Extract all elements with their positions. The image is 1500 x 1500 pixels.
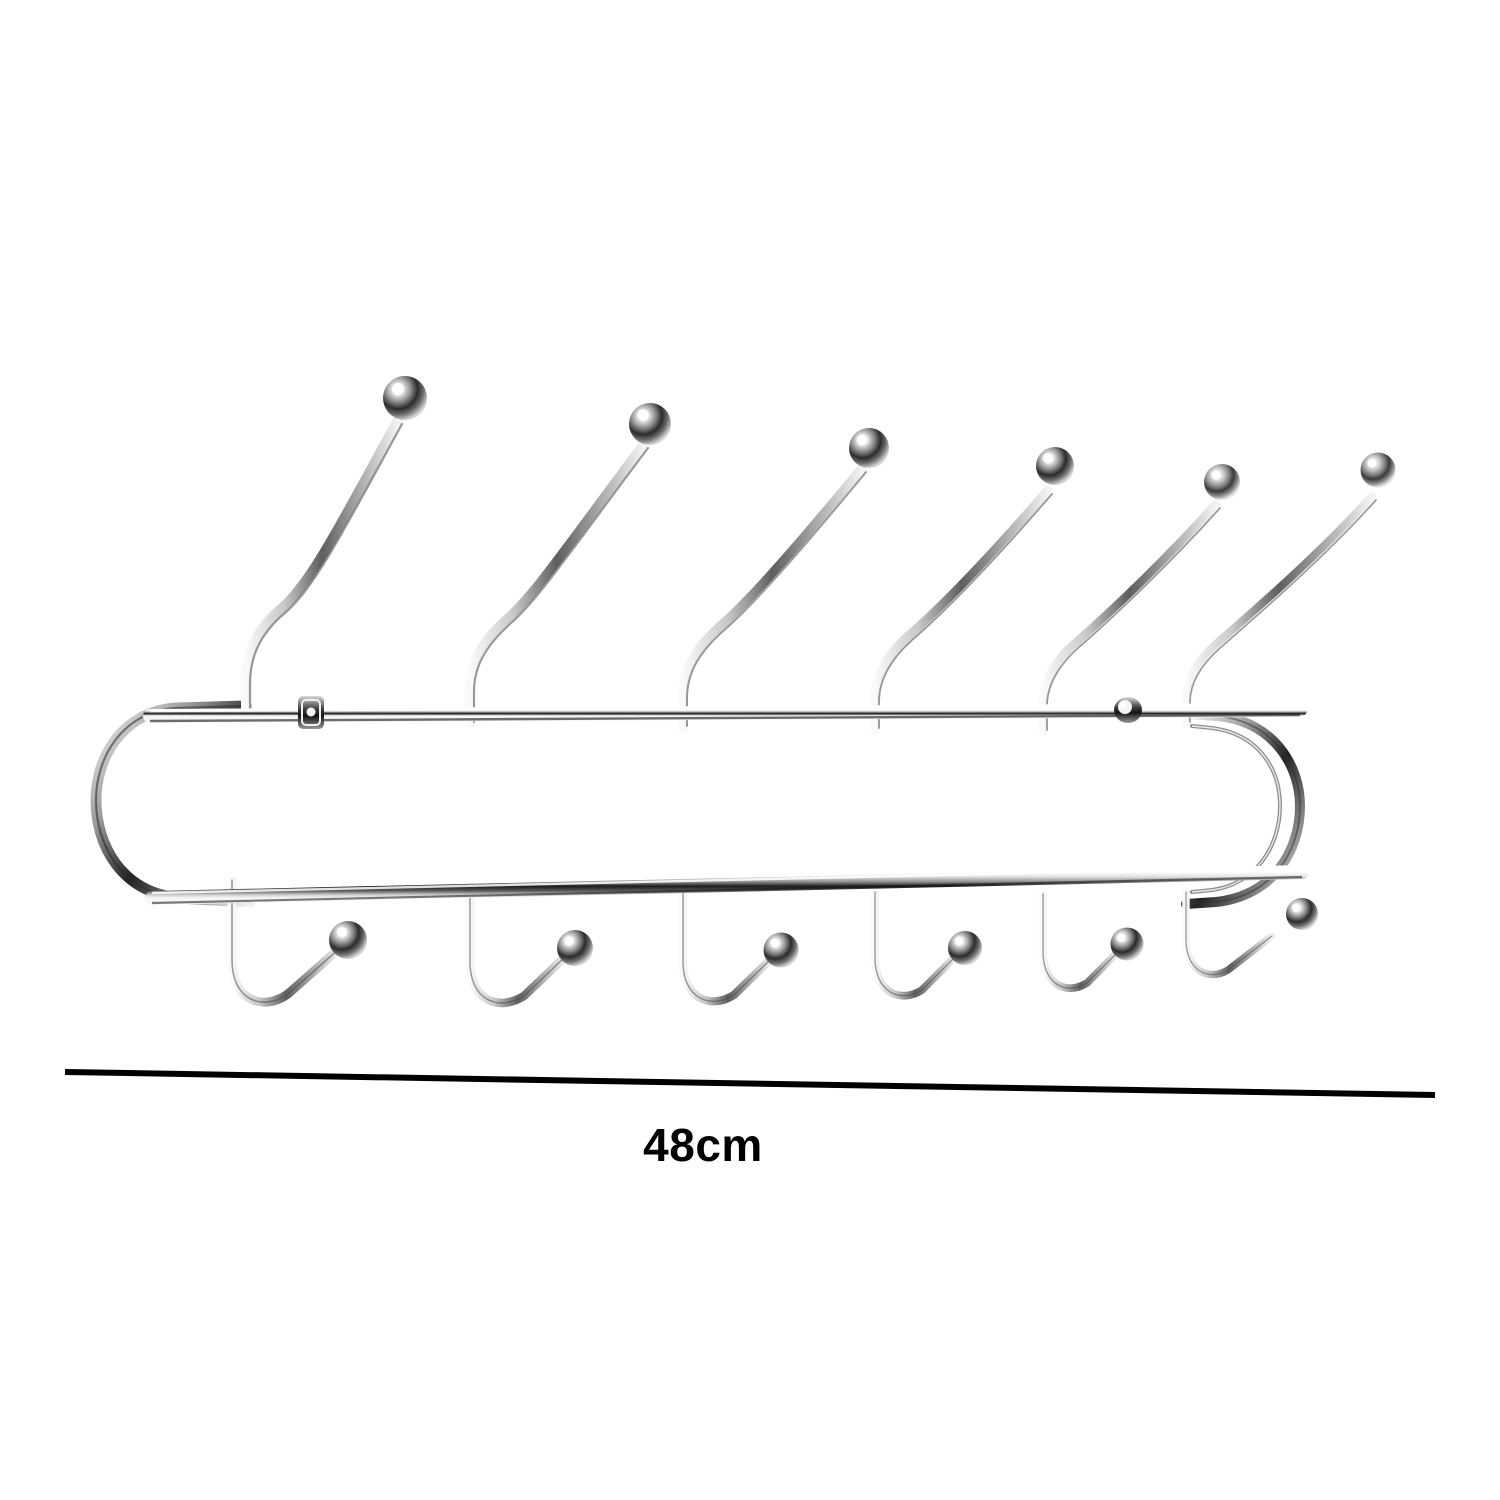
upper-hook-6 bbox=[1182, 452, 1396, 728]
top-rail bbox=[143, 703, 1307, 723]
sphere-finial-icon bbox=[1204, 464, 1240, 500]
left-end-cap bbox=[90, 700, 256, 908]
mounting-bracket-right bbox=[1114, 697, 1142, 723]
upper-hook-group bbox=[241, 376, 1396, 737]
sphere-finial-icon bbox=[763, 932, 799, 968]
vertical-post-3 bbox=[677, 710, 698, 968]
upper-hook-5 bbox=[1038, 464, 1240, 737]
upper-hook-2 bbox=[465, 403, 671, 729]
vertical-post-group bbox=[226, 700, 1200, 968]
vertical-post-1 bbox=[226, 700, 247, 966]
vertical-post-2 bbox=[464, 706, 485, 968]
sphere-finial-icon bbox=[629, 403, 671, 445]
sphere-finial-icon bbox=[383, 376, 427, 420]
dimension-label: 48cm bbox=[643, 1119, 763, 1171]
dimension-line-icon bbox=[64, 1069, 1436, 1098]
upper-hook-1 bbox=[241, 376, 427, 723]
mounting-bracket-left bbox=[298, 696, 324, 729]
vertical-post-6 bbox=[1181, 712, 1200, 946]
lower-hook-3 bbox=[678, 885, 799, 1006]
sphere-finial-icon bbox=[1036, 447, 1074, 485]
lower-hook-2 bbox=[465, 881, 593, 1008]
upper-hook-4 bbox=[870, 447, 1074, 735]
sphere-finial-icon bbox=[1286, 898, 1318, 930]
sphere-finial-icon bbox=[1110, 927, 1144, 961]
sphere-finial-icon bbox=[948, 931, 982, 965]
lower-hook-4 bbox=[871, 888, 982, 1000]
bottom-rail bbox=[145, 865, 1309, 905]
upper-hook-3 bbox=[678, 428, 889, 733]
rail-group bbox=[143, 703, 1309, 905]
vertical-post-5 bbox=[1038, 716, 1058, 958]
lower-hook-5 bbox=[1039, 890, 1144, 992]
sphere-finial-icon bbox=[1360, 452, 1396, 488]
sphere-finial-icon bbox=[329, 921, 367, 959]
vertical-post-4 bbox=[870, 714, 890, 964]
sphere-finial-icon bbox=[849, 428, 889, 468]
sphere-finial-icon bbox=[557, 930, 593, 966]
